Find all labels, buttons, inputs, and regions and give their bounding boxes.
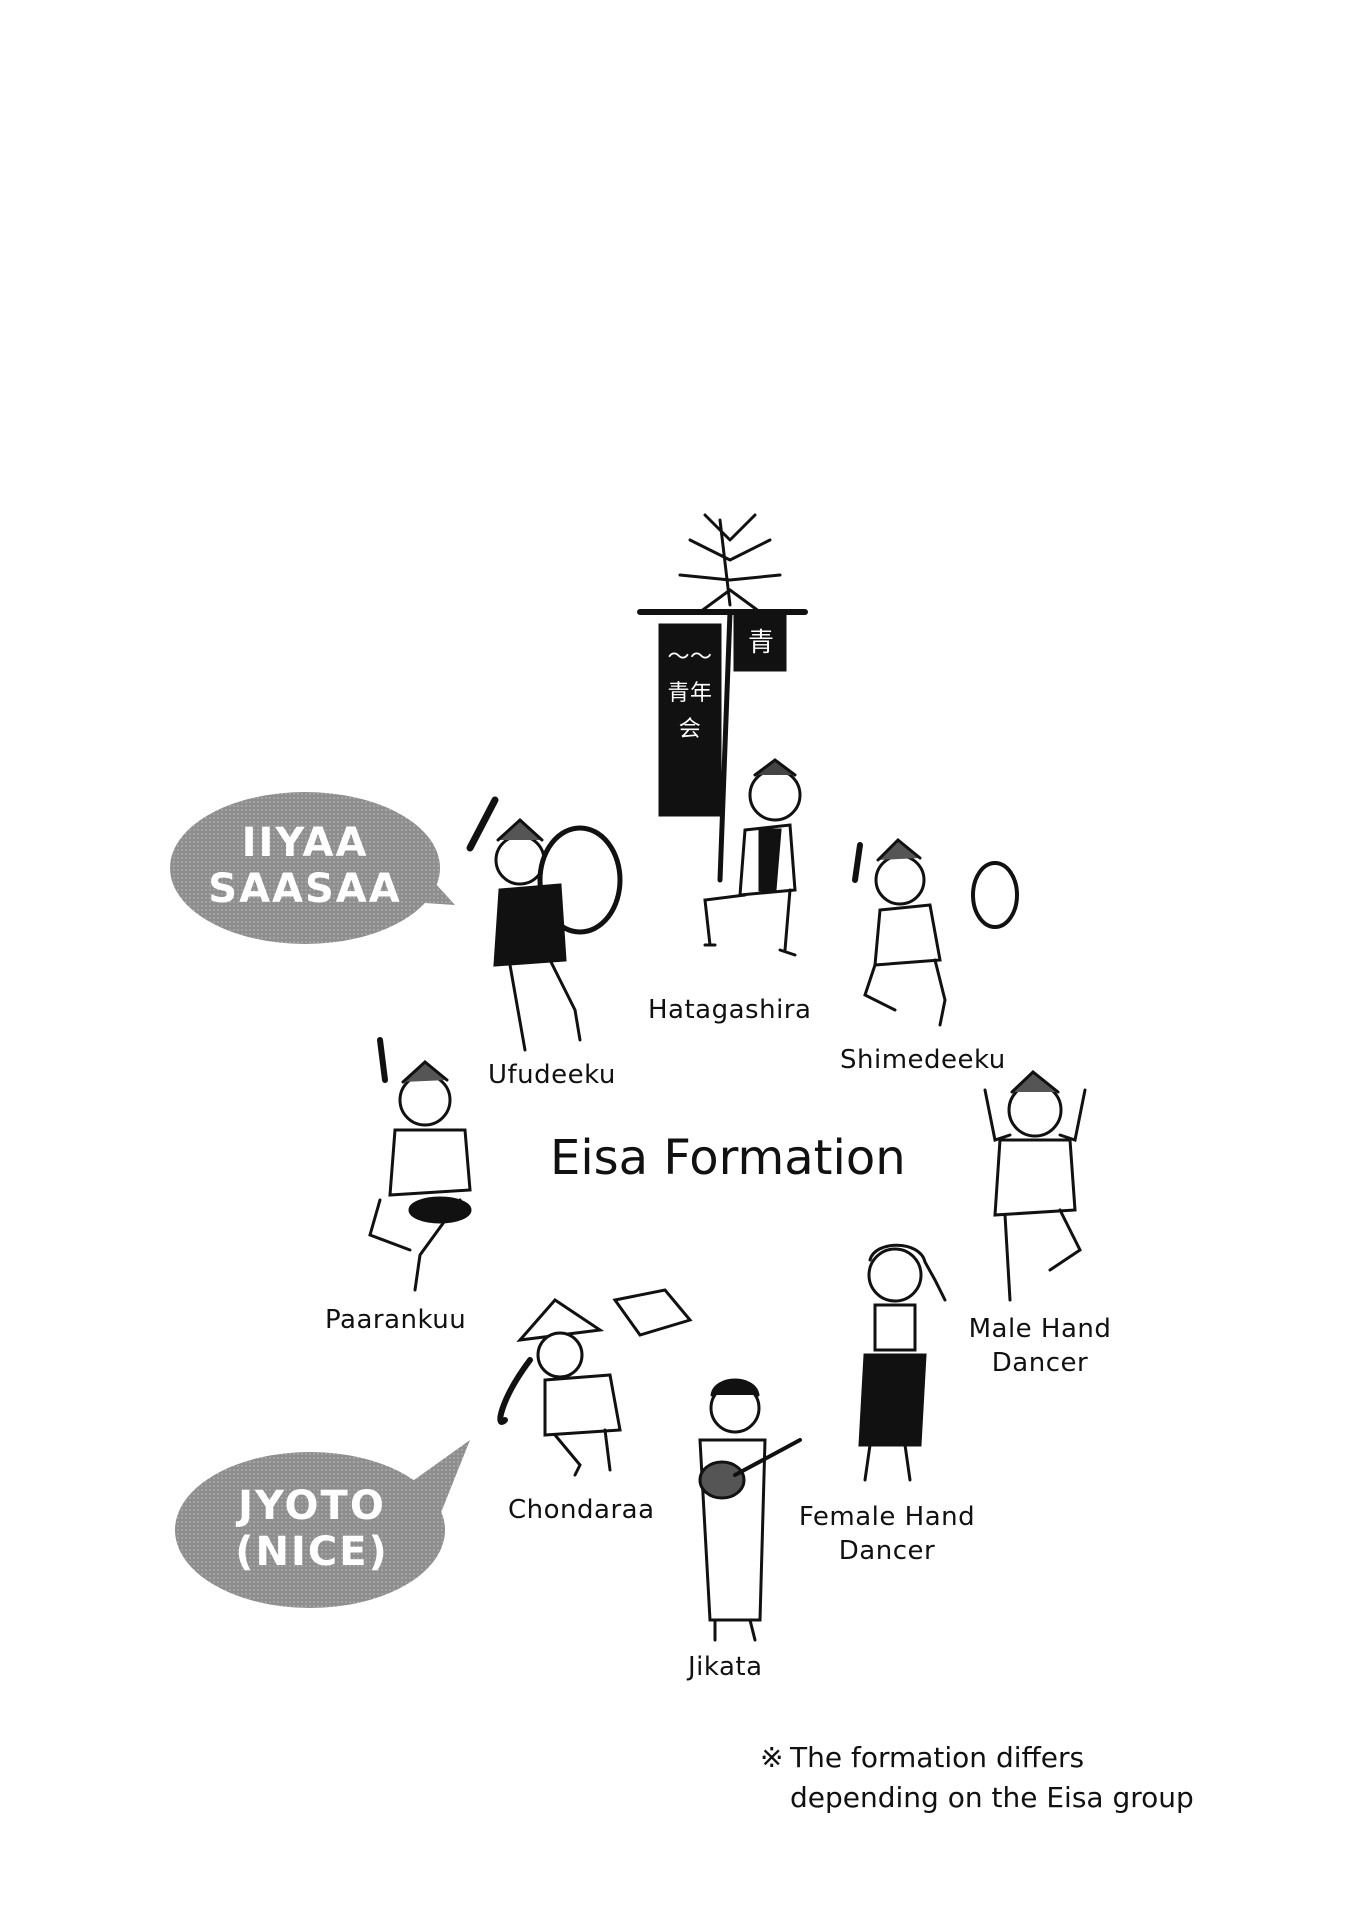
footnote-line2: depending on the Eisa group [760,1778,1194,1818]
paarankuu-figure [368,1037,472,1292]
bubble-bottom-line2: (NICE) [235,1529,389,1575]
bubble-bottom-line1: JYOTO [238,1483,386,1529]
label-chondaraa: Chondaraa [508,1495,655,1525]
footnote-line1: ※The formation differs [760,1738,1194,1778]
jikata-figure [698,1378,802,1642]
label-paarankuu: Paarankuu [325,1305,467,1335]
label-shimedeeku: Shimedeeku [840,1045,1006,1075]
bubble-top-text: IIYAA SAASAA [208,820,401,912]
flag-small-glyph: 青 [748,628,775,658]
label-male-hand-dancer-line2: Dancer [991,1348,1089,1378]
female-hand-dancer-figure [858,1243,947,1482]
footnote-line1-text: The formation differs [790,1741,1085,1774]
male-hand-dancer-figure [983,1070,1087,1302]
footnote-mark: ※ [760,1741,784,1774]
hatagashira-figure [637,513,808,957]
label-ufudeeku: Ufudeeku [488,1060,616,1090]
shimedeeku-figure [852,837,1019,1027]
page-title: Eisa Formation [550,1130,906,1186]
flag-long-glyph: 〜〜 青年会 [667,645,713,742]
label-female-hand-dancer-line1: Female Hand [798,1502,976,1532]
label-male-hand-dancer-line1: Male Hand [968,1314,1112,1344]
bubble-bottom-text: JYOTO (NICE) [235,1483,389,1575]
speech-bubble-bottom [175,1440,470,1608]
label-male-hand-dancer: Male Hand Dancer [969,1312,1112,1380]
footnote-line2-text: depending on the Eisa group [790,1781,1194,1814]
bubble-top-line1: IIYAA [241,820,369,866]
label-jikata: Jikata [688,1652,763,1682]
label-female-hand-dancer-line2: Dancer [838,1536,936,1566]
label-hatagashira: Hatagashira [648,995,812,1025]
ufudeeku-figure [466,796,623,1052]
speech-bubble-top [170,792,455,944]
label-female-hand-dancer: Female Hand Dancer [799,1500,975,1568]
chondaraa-figure [497,1288,693,1477]
footnote: ※The formation differs depending on the … [760,1738,1194,1818]
bubble-top-line2: SAASAA [208,866,402,912]
